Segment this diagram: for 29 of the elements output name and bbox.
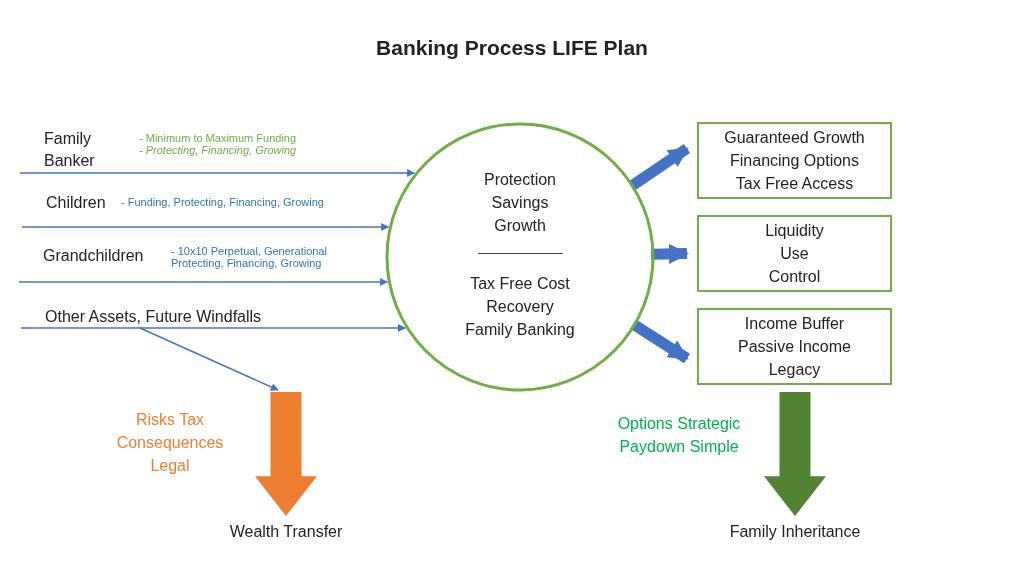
side-note: Risks Tax Consequences Legal — [115, 410, 225, 477]
arrow — [139, 327, 279, 391]
node-text: Protection Savings Growth — [482, 170, 557, 236]
arrow — [18, 278, 389, 286]
node-text: Children — [46, 193, 106, 213]
box-node — [697, 308, 892, 385]
box-node — [697, 215, 892, 292]
block-arrow — [628, 143, 691, 191]
side-note: - 10x10 Perpetual, Generational Protecting, Financing, Growing — [171, 245, 328, 270]
side-note: - Minimum to Maximum Funding — [139, 132, 297, 145]
node-text: Guaranteed Growth Financing Options Tax Free Access — [723, 128, 866, 194]
node-text: Family Banker — [44, 129, 96, 171]
side-note: Wealth Transfer — [228, 522, 344, 542]
block-arrow — [630, 319, 690, 364]
node-text: Income Buffer Passive Income Legacy — [737, 314, 852, 380]
box-node — [697, 122, 892, 199]
side-note: Options Strategic Paydown Simple — [616, 414, 742, 458]
diagram-title: Banking Process LIFE Plan — [375, 36, 649, 60]
arrow — [19, 169, 416, 177]
node-text: Liquidity Use Control — [764, 221, 825, 287]
side-note: Family Inheritance — [728, 522, 862, 542]
node-text: Tax Free Cost Recovery Family Banking — [464, 274, 576, 340]
side-note: - Protecting, Financing, Growing — [139, 144, 297, 157]
node-text: Other Assets, Future Windfalls — [45, 307, 262, 327]
arrow — [21, 223, 390, 231]
side-note: - Funding, Protecting, Financing, Growing — [121, 196, 324, 209]
node-text: Grandchildren — [43, 246, 144, 266]
arrow — [20, 324, 406, 332]
circle-node — [385, 122, 655, 392]
